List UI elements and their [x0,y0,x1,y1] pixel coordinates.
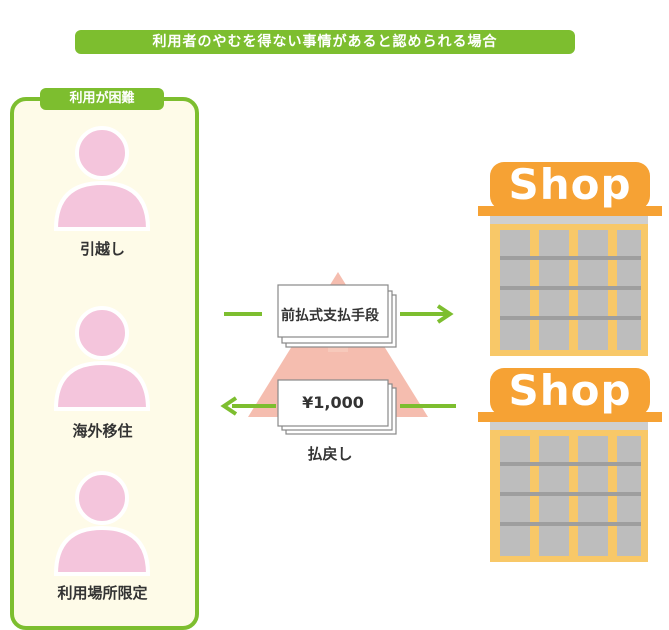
person-icon [53,471,151,576]
person-label-overseas: 海外移住 [72,422,133,440]
banknote-stack-icon [277,379,397,435]
payment-means-label: 前払式支払手段 [281,308,379,324]
page-title: 利用者のやむを得ない事情があると認められる場合 [75,30,575,54]
person-label-moving: 引越し [79,240,125,258]
payment-card-stack-icon [277,284,397,348]
refund-label: 払戻し [307,445,353,463]
person-icon [53,306,151,411]
shop-building-icon [478,368,662,562]
arrow-right-icon [224,304,454,324]
person-icon [53,126,151,231]
shop-sign: Shop [508,160,632,209]
person-label-location: 利用場所限定 [57,584,148,602]
arrow-left-icon [220,396,456,416]
shop-building-icon [478,162,662,356]
shop-sign: Shop [508,366,632,415]
refund-amount: ¥1,000 [302,393,364,412]
panel-title: 利用が困難 [40,88,164,110]
